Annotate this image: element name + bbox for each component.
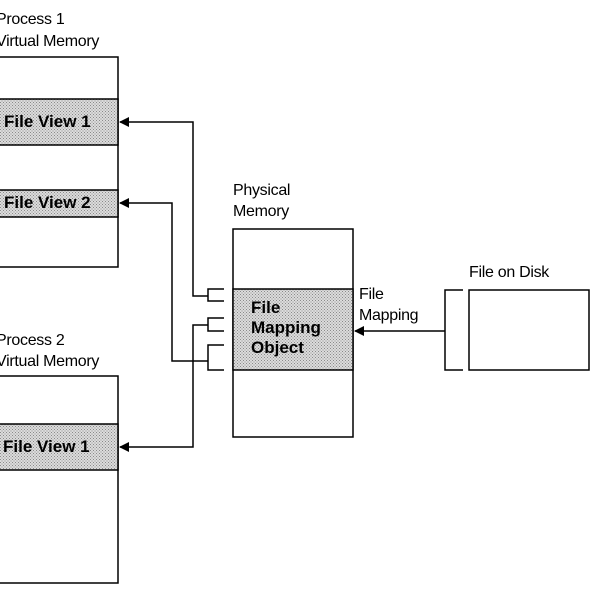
- physical-memory-title-line2: Memory: [233, 203, 289, 220]
- mapping-object-line3: Object: [251, 338, 304, 357]
- process1-file-view-1-label: File View 1: [4, 112, 91, 131]
- file-on-disk-box: [468, 289, 590, 371]
- connector-process1-view1: [120, 121, 208, 297]
- physical-memory-title-line1: Physical: [233, 182, 291, 199]
- file-mapping-label-line1: File: [359, 286, 384, 303]
- process2-title-line2: Virtual Memory: [0, 353, 100, 370]
- process2-title-line1: Process 2: [0, 332, 65, 349]
- mapping-bracket-1: [207, 288, 224, 302]
- file-on-disk-title: File on Disk: [469, 264, 549, 281]
- mapping-bracket-3: [207, 344, 224, 371]
- file-mapping-object-region: [232, 288, 354, 371]
- connector-process2-view1: [120, 324, 208, 448]
- process1-file-view-2-label: File View 2: [4, 193, 91, 212]
- disk-bracket: [444, 289, 463, 371]
- arrowhead-process1-view2: [119, 198, 129, 208]
- file-mapping-label-line2: Mapping: [359, 307, 419, 324]
- process2-file-view-1-region: [0, 423, 119, 471]
- mapping-bracket-2: [207, 317, 224, 332]
- mapping-object-line2: Mapping: [251, 318, 321, 337]
- connector-process1-view2: [120, 202, 208, 362]
- process1-memory-box: [0, 56, 119, 268]
- mapping-object-line1: File: [251, 298, 281, 317]
- arrowhead-disk-to-mapping: [354, 326, 364, 336]
- process2-file-view-1-label: File View 1: [3, 437, 90, 456]
- process1-file-view-1-region: [0, 98, 119, 146]
- process1-title-line1: Process 1: [0, 11, 65, 28]
- arrowhead-process2-view1: [119, 442, 129, 452]
- arrowhead-process1-view1: [119, 117, 129, 127]
- process2-memory-box: [0, 375, 119, 584]
- process1-file-view-2-region: [0, 189, 119, 218]
- process1-title-line2: Virtual Memory: [0, 33, 100, 50]
